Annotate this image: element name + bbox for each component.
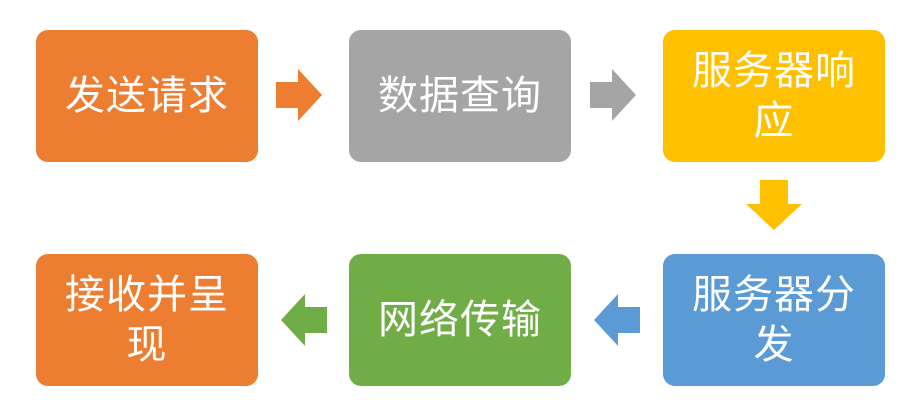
arrow-right-1-shape	[276, 69, 322, 121]
arrow-right-2	[590, 69, 636, 121]
step-server-respond-label: 服务器响应	[692, 48, 856, 144]
step-receive-present-label: 接收并呈现	[65, 272, 229, 368]
arrow-down	[746, 180, 802, 230]
step-network-transmit-label: 网络传输	[378, 297, 542, 343]
step-data-query: 数据查询	[349, 30, 571, 162]
step-send-request: 发送请求	[36, 30, 258, 162]
arrow-left-2-shape	[281, 294, 327, 346]
step-server-respond: 服务器响应	[663, 30, 885, 162]
step-send-request-label: 发送请求	[65, 73, 229, 119]
step-server-distribute-label: 服务器分发	[692, 272, 856, 368]
arrow-right-1	[276, 69, 322, 121]
arrow-down-shape	[746, 180, 802, 230]
arrow-right-2-shape	[590, 69, 636, 121]
arrow-left-2	[281, 294, 327, 346]
arrow-left-1	[594, 294, 640, 346]
arrow-left-1-shape	[594, 294, 640, 346]
step-server-distribute: 服务器分发	[663, 254, 885, 386]
step-data-query-label: 数据查询	[378, 73, 542, 119]
step-network-transmit: 网络传输	[349, 254, 571, 386]
step-receive-present: 接收并呈现	[36, 254, 258, 386]
